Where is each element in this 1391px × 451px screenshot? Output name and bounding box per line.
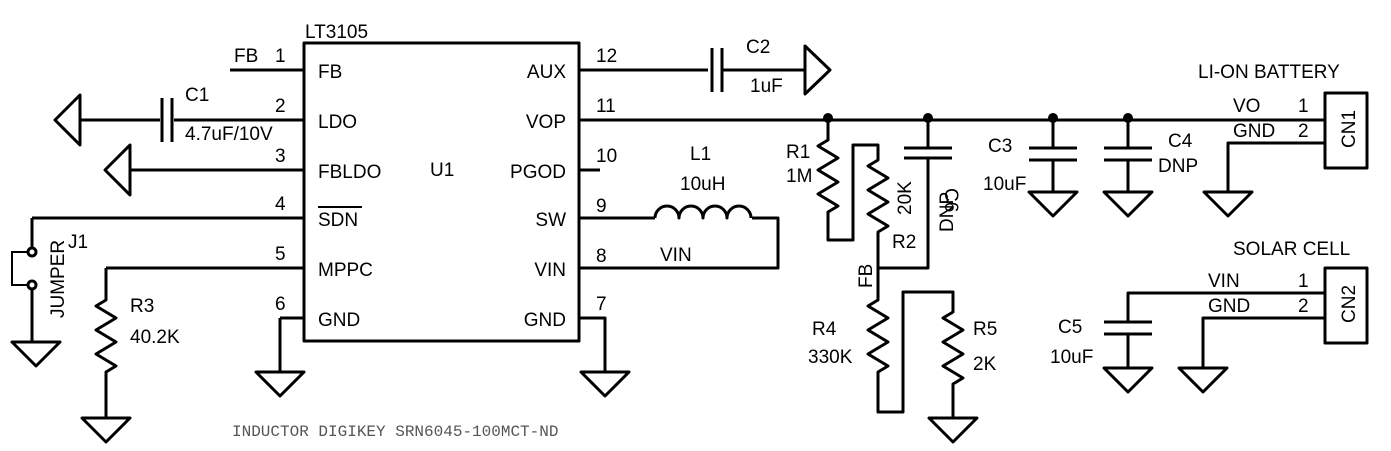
junction-dot [1048, 113, 1058, 123]
c6-value: DNP [937, 192, 958, 232]
pin-name-fbldo: FBLDO [318, 162, 381, 183]
jumper-j1: J1 JUMPER [10, 218, 88, 368]
pin-name-vop: VOP [526, 112, 566, 133]
pin-name-aux: AUX [527, 62, 566, 83]
net-label-fb: FB [234, 46, 258, 67]
c2-value: 1uF [750, 76, 783, 97]
pin-num-12: 12 [596, 46, 617, 67]
net-label-vin: VIN [660, 245, 692, 266]
ic-ref-label: U1 [430, 160, 454, 181]
pin-name-sw: SW [535, 210, 566, 231]
cn1-pin1-num: 1 [1298, 96, 1309, 117]
r3-value: 40.2K [130, 327, 180, 348]
ground-icon [103, 143, 132, 197]
r5-value: 2K [973, 354, 997, 375]
pin-name-pgod: PGOD [510, 162, 566, 183]
r2-value: 20K [895, 181, 916, 215]
pin-num-9: 9 [596, 196, 607, 217]
c5-ref: C5 [1058, 317, 1082, 338]
pin-num-1: 1 [275, 46, 286, 67]
c4-ref: C4 [1168, 131, 1193, 152]
junction-dot [923, 113, 933, 123]
connector-cn1: LI-ON BATTERY CN1 VO 1 GND 2 [1198, 62, 1369, 218]
pin-name-ldo: LDO [318, 112, 357, 133]
resistor-r2: 20K R2 [892, 181, 916, 253]
pin-name-gnd-right: GND [524, 310, 566, 331]
cn2-pin2-name: GND [1208, 296, 1250, 317]
r1-ref: R1 [786, 142, 810, 163]
capacitor-c2: C2 1uF [708, 37, 832, 97]
capacitor-c4: C4 DNP [1102, 120, 1198, 218]
cn1-pin1-name: VO [1233, 96, 1260, 117]
capacitor-c3: C3 10uF [983, 120, 1079, 218]
inductor-l1: L1 10uH [653, 144, 753, 220]
cn2-pin1-num: 1 [1298, 271, 1309, 292]
cn1-title: LI-ON BATTERY [1198, 62, 1340, 83]
ground-icon [53, 93, 82, 147]
ic-u1: LT3105 U1 FB LDO FBLDO SDN MPPC GND 1 2 … [32, 22, 1325, 372]
cn2-title: SOLAR CELL [1233, 239, 1350, 260]
r1-value: 1M [786, 166, 812, 187]
c1-value: 4.7uF/10V [185, 124, 273, 145]
r2-ref: R2 [892, 232, 916, 253]
pin-num-4: 4 [275, 194, 286, 215]
pin-name-mppc: MPPC [318, 260, 373, 281]
capacitor-c1: C1 4.7uF/10V [160, 85, 273, 145]
cn2-ref: CN2 [1339, 285, 1360, 323]
pin-name-vin: VIN [534, 260, 566, 281]
cn1-ref: CN1 [1339, 110, 1360, 148]
c3-value: 10uF [983, 174, 1026, 195]
junction-dot [1123, 113, 1133, 123]
pin-num-2: 2 [275, 96, 286, 117]
pin-name-sdn: SDN [318, 210, 358, 231]
l1-ref: L1 [690, 144, 711, 165]
c6-ref: C6 [940, 188, 961, 212]
r3-ref: R3 [130, 296, 154, 317]
c4-value: DNP [1158, 156, 1198, 177]
resistor-r1: R1 1M [786, 120, 930, 270]
c3-ref: C3 [988, 136, 1012, 157]
j1-ref: J1 [68, 232, 88, 253]
ic-part-label: LT3105 [305, 22, 368, 43]
r5-ref: R5 [973, 319, 997, 340]
connector-cn2: SOLAR CELL CN2 VIN 1 GND 2 [1102, 239, 1369, 394]
capacitor-c5: C5 10uF [1050, 317, 1093, 368]
resistor-r5: R5 2K [927, 319, 997, 444]
c1-ref: C1 [185, 85, 209, 106]
pin-num-6: 6 [275, 294, 286, 315]
cn2-pin1-name: VIN [1208, 271, 1240, 292]
r4-ref: R4 [812, 319, 837, 340]
pin-num-3: 3 [275, 146, 286, 167]
r4-value: 330K [808, 347, 853, 368]
resistor-r3: R3 40.2K [80, 268, 180, 444]
c2-ref: C2 [746, 37, 770, 58]
resistor-r4: R4 330K [808, 268, 965, 418]
l1-value: 10uH [680, 174, 725, 195]
pin-num-7: 7 [596, 294, 607, 315]
pin-num-10: 10 [596, 146, 617, 167]
j1-value: JUMPER [48, 240, 69, 318]
cn1-pin2-num: 2 [1298, 121, 1309, 142]
pin-num-8: 8 [596, 246, 607, 267]
junction-dot [823, 113, 833, 123]
inductor-note: INDUCTOR DIGIKEY SRN6045-100MCT-ND [232, 423, 558, 441]
pin-num-5: 5 [275, 244, 286, 265]
pin-name-fb: FB [318, 62, 342, 83]
cn1-pin2-name: GND [1233, 121, 1275, 142]
pin-name-gnd-left: GND [318, 310, 360, 331]
pin-num-11: 11 [596, 96, 616, 117]
net-label-fb-divider: FB [856, 264, 877, 288]
c5-value: 10uF [1050, 347, 1093, 368]
ground-icon [579, 370, 631, 398]
capacitor-c6: C6 DNP [904, 120, 961, 232]
ground-icon [254, 370, 306, 398]
cn2-pin2-num: 2 [1298, 296, 1309, 317]
